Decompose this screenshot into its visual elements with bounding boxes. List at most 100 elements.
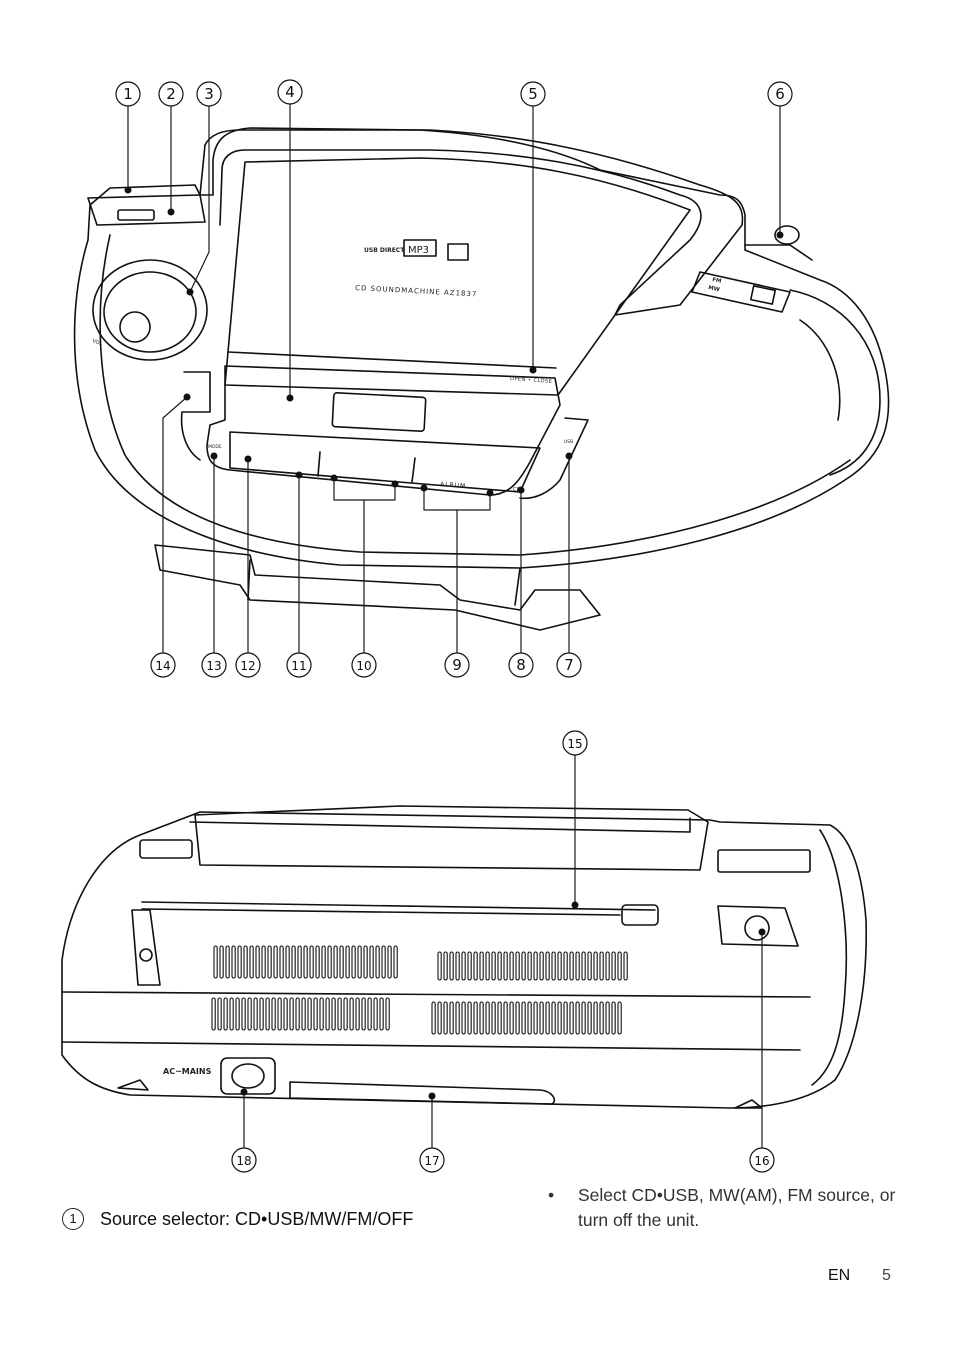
antenna-tip — [621, 904, 659, 926]
device-body-outline — [73, 127, 890, 569]
vent-slot — [265, 997, 270, 1031]
cd-label: CD — [513, 487, 520, 493]
vent-slot — [575, 1001, 580, 1035]
battery-door — [289, 1081, 556, 1105]
vent-slot — [307, 997, 312, 1031]
callout-dots — [124, 186, 784, 497]
vent-slot — [357, 945, 362, 979]
ac-mains-label: AC~MAINS — [163, 1067, 212, 1076]
left-control-pod — [87, 194, 206, 226]
vent-slot — [337, 997, 342, 1031]
vent-slot — [461, 1001, 466, 1035]
vent-slot — [467, 1001, 472, 1035]
vent-slot — [285, 945, 290, 979]
telescopic-antenna — [141, 901, 656, 911]
callout-number-6: 6 — [775, 85, 785, 103]
rear-left-foot — [117, 1079, 149, 1091]
rear-dc-socket-frame — [717, 905, 799, 947]
legend-text: Source selector: CD•USB/MW/FM/OFF — [100, 1208, 414, 1229]
vent-slot — [545, 1001, 550, 1035]
telescopic-antenna-lower — [141, 908, 621, 916]
vent-slot — [267, 945, 272, 979]
lid-logo-mp3-box — [403, 239, 437, 257]
vent-slot — [303, 945, 308, 979]
vent-slot — [313, 997, 318, 1031]
vent-slot — [259, 997, 264, 1031]
vent-slot — [369, 945, 374, 979]
vent-slot — [301, 997, 306, 1031]
front-panel — [206, 365, 561, 496]
vent-slot — [211, 997, 216, 1031]
vent-slot — [437, 1001, 442, 1035]
vent-slot — [479, 951, 484, 981]
footer-language: EN — [828, 1267, 851, 1284]
vent-slot — [325, 997, 330, 1031]
vent-slot — [279, 945, 284, 979]
callout-number-11: 11 — [291, 659, 306, 673]
ac-mains-socket-inner — [231, 1063, 265, 1089]
vent-slot — [349, 997, 354, 1031]
vent-slot — [467, 951, 472, 981]
mode-label: MODE — [208, 444, 222, 450]
vent-slot — [569, 951, 574, 981]
base-lower — [154, 544, 601, 631]
rear-dc-socket — [744, 915, 770, 941]
bullet-text: Select CD•USB, MW(AM), FM source, or tur… — [578, 1185, 896, 1230]
vent-slot — [587, 951, 592, 981]
vent-slot — [527, 1001, 532, 1035]
rear-callout-dots — [240, 901, 766, 1100]
vent-slot — [461, 951, 466, 981]
rear-right-edge — [811, 829, 848, 1086]
vent-slot — [473, 951, 478, 981]
vent-slot — [593, 1001, 598, 1035]
vent-slot — [617, 951, 622, 981]
vent-slot — [343, 997, 348, 1031]
callout-number-3: 3 — [204, 85, 214, 103]
vent-slot — [229, 997, 234, 1031]
vent-slot — [381, 945, 386, 979]
vent-slot — [321, 945, 326, 979]
vent-slot — [449, 951, 454, 981]
vent-slot — [319, 997, 324, 1031]
vent-slot — [515, 951, 520, 981]
cd-button-bracket — [519, 417, 589, 500]
lid-logo-cd-box — [447, 243, 469, 261]
vent-slot — [247, 997, 252, 1031]
vent-slot — [237, 945, 242, 979]
vent-slot — [551, 1001, 556, 1035]
rear-right-foot — [734, 1099, 763, 1109]
callout-number-18: 18 — [236, 1154, 251, 1168]
device-top-view-diagram: 1 2 3 4 5 6 7 8 9 10 11 12 13 14 USB DIR… — [73, 79, 890, 678]
callout-number-5: 5 — [528, 85, 538, 103]
vent-slot — [277, 997, 282, 1031]
mode-button-bracket — [180, 371, 211, 461]
vent-slot — [331, 997, 336, 1031]
callout-number-9: 9 — [452, 656, 462, 674]
rear-handle-top — [189, 817, 691, 833]
callout-leaders — [127, 103, 781, 654]
source-selector-slot — [117, 209, 155, 221]
vent-slot — [497, 1001, 502, 1035]
vent-slot — [539, 1001, 544, 1035]
legend-number-circle: 1 — [62, 1208, 84, 1230]
button-divider — [317, 451, 321, 477]
volume-knob-outer — [92, 259, 208, 361]
rear-lower-rail — [61, 1041, 801, 1051]
vent-slot — [449, 1001, 454, 1035]
vent-slot — [271, 997, 276, 1031]
vent-slot — [479, 1001, 484, 1035]
vent-slot — [593, 951, 598, 981]
vent-slot — [217, 997, 222, 1031]
vent-slot — [485, 1001, 490, 1035]
bullet-dot: • — [548, 1185, 555, 1205]
cd-lid — [224, 157, 691, 396]
callout-number-13: 13 — [206, 659, 221, 673]
vent-slot — [231, 945, 236, 979]
vent-slot — [213, 945, 218, 979]
vent-slot — [443, 951, 448, 981]
band-mw-label: MW — [708, 285, 721, 293]
rear-body-outline — [61, 811, 867, 1109]
vent-slot — [497, 951, 502, 981]
rear-right-slot — [717, 849, 811, 873]
